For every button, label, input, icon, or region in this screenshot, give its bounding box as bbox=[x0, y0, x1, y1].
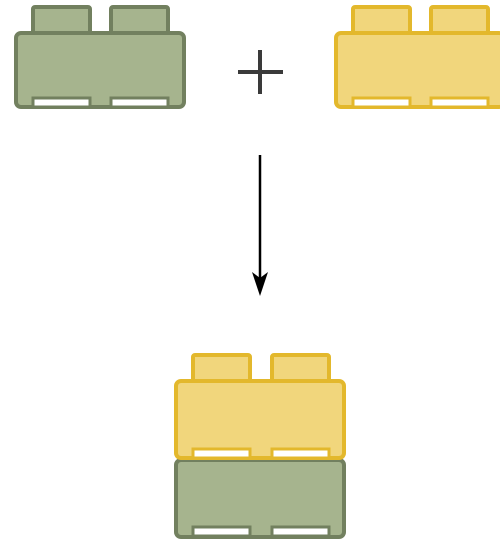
brick-stud bbox=[31, 5, 92, 36]
plus-operator bbox=[238, 50, 283, 94]
green-brick-left bbox=[14, 5, 186, 109]
brick-slot bbox=[191, 525, 252, 538]
brick-slot bbox=[270, 447, 331, 460]
arrow-down-icon bbox=[252, 155, 268, 296]
brick-stud bbox=[429, 5, 490, 36]
brick-slot bbox=[109, 96, 170, 109]
stacked-bricks-result bbox=[174, 353, 346, 539]
brick-stud bbox=[351, 5, 412, 36]
brick-body bbox=[14, 31, 186, 109]
brick-stud bbox=[109, 5, 170, 36]
brick-slot bbox=[191, 447, 252, 460]
brick-slot bbox=[31, 96, 92, 109]
brick-slot bbox=[429, 96, 490, 109]
green-brick-bottom bbox=[174, 458, 346, 539]
yellow-brick-right bbox=[334, 5, 500, 109]
brick-body bbox=[174, 379, 346, 460]
brick-body bbox=[334, 31, 500, 109]
brick-slot bbox=[351, 96, 412, 109]
brick-stud bbox=[191, 353, 252, 384]
brick-slot bbox=[270, 525, 331, 538]
brick-stud bbox=[270, 353, 331, 384]
yellow-brick-top bbox=[174, 353, 346, 460]
brick-body bbox=[174, 458, 346, 539]
